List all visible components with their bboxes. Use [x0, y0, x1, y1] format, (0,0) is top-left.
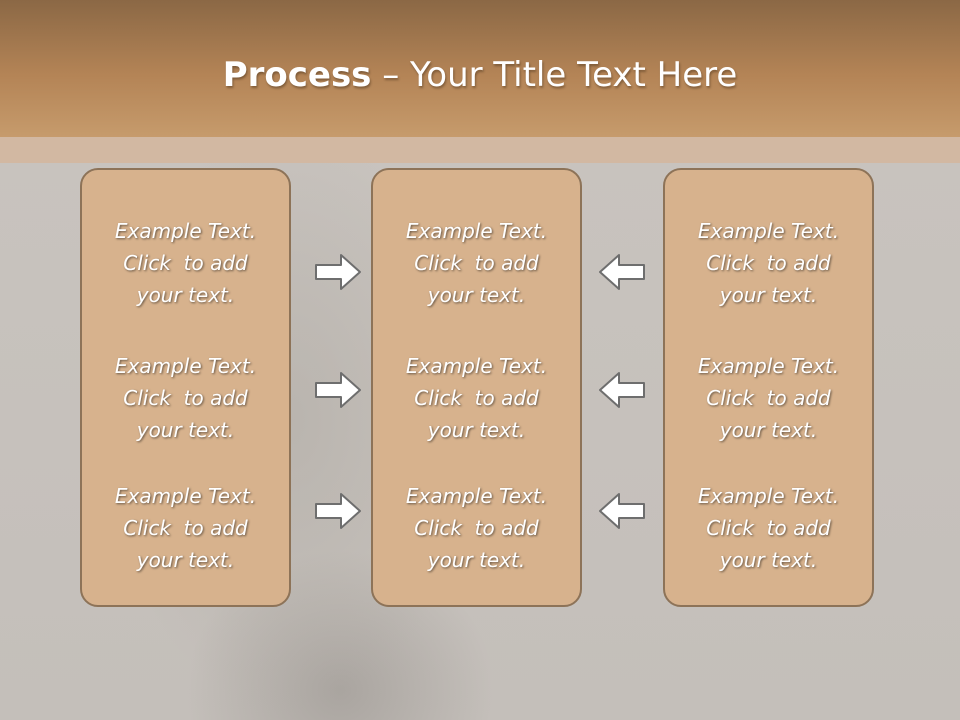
right-arrow-icon	[315, 372, 361, 408]
right-arrow-icon	[315, 254, 361, 290]
text-placeholder[interactable]: Example Text. Click to add your text.	[697, 354, 840, 442]
text-placeholder[interactable]: Example Text. Click to add your text.	[114, 354, 257, 442]
slide-title[interactable]: Process – Your Title Text Here	[0, 52, 960, 98]
text-placeholder[interactable]: Example Text. Click to add your text.	[405, 354, 548, 442]
process-box-left[interactable]: Example Text. Click to add your text. Ex…	[80, 168, 291, 607]
text-placeholder[interactable]: Example Text. Click to add your text.	[405, 484, 548, 572]
title-header-bar	[0, 0, 960, 137]
left-arrow-icon	[599, 493, 645, 529]
text-placeholder[interactable]: Example Text. Click to add your text.	[405, 219, 548, 307]
title-rest-text: – Your Title Text Here	[371, 55, 738, 95]
left-arrow-icon	[599, 254, 645, 290]
process-box-right[interactable]: Example Text. Click to add your text. Ex…	[663, 168, 874, 607]
title-bold-text: Process	[222, 55, 372, 95]
right-arrow-icon	[315, 493, 361, 529]
process-box-center[interactable]: Example Text. Click to add your text. Ex…	[371, 168, 582, 607]
text-placeholder[interactable]: Example Text. Click to add your text.	[114, 484, 257, 572]
header-accent-band	[0, 137, 960, 163]
text-placeholder[interactable]: Example Text. Click to add your text.	[114, 219, 257, 307]
text-placeholder[interactable]: Example Text. Click to add your text.	[697, 484, 840, 572]
text-placeholder[interactable]: Example Text. Click to add your text.	[697, 219, 840, 307]
left-arrow-icon	[599, 372, 645, 408]
